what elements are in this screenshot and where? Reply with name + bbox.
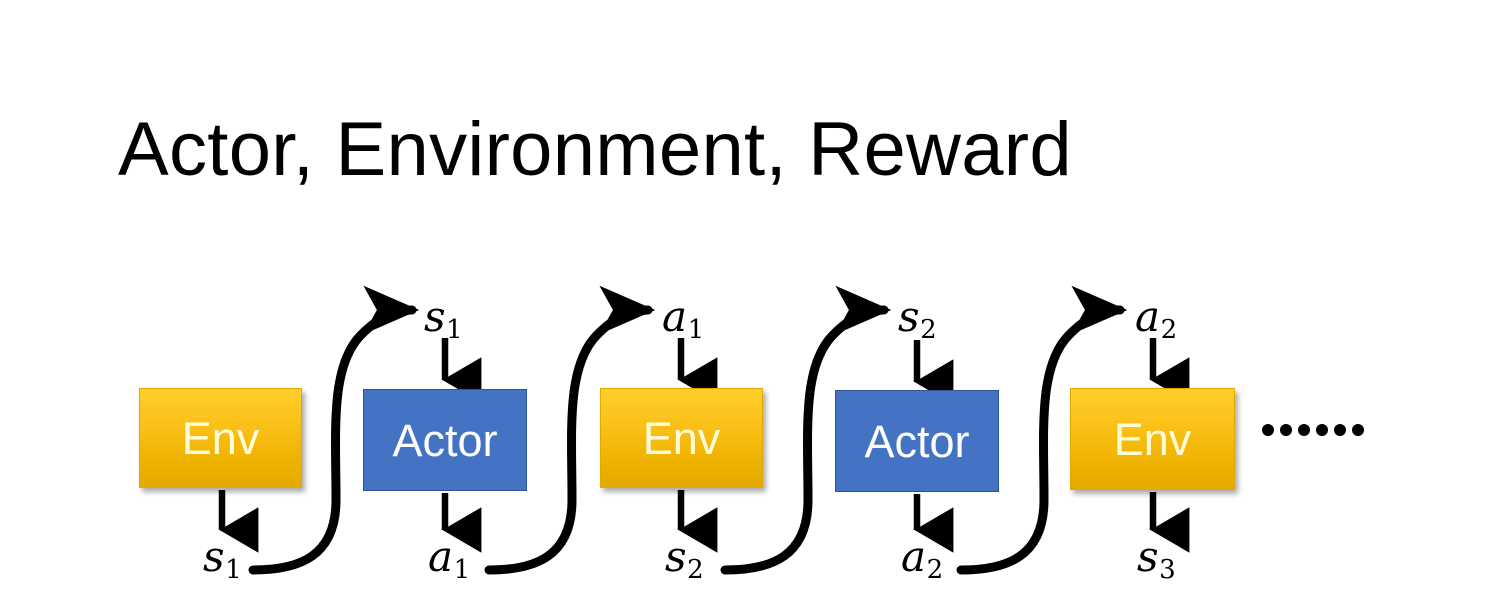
label-base: a bbox=[1135, 292, 1161, 341]
down-arrows-out-of-boxes bbox=[218, 490, 1190, 553]
node-label: Actor bbox=[864, 415, 970, 467]
node-env-3[interactable]: Env bbox=[1070, 388, 1235, 490]
label-base: s bbox=[665, 532, 687, 581]
label-state-s1-top: s1 bbox=[424, 296, 463, 344]
label-base: s bbox=[1137, 532, 1159, 581]
page-title: Actor, Environment, Reward bbox=[118, 107, 1072, 192]
label-base: a bbox=[901, 532, 927, 581]
label-action-a1-top: a1 bbox=[662, 296, 704, 344]
label-state-s2-top: s2 bbox=[898, 296, 937, 344]
label-action-a2-top: a2 bbox=[1135, 296, 1177, 344]
label-base: a bbox=[428, 532, 454, 581]
ellipsis-dot bbox=[1280, 424, 1292, 436]
label-action-a2-bottom: a2 bbox=[901, 536, 943, 584]
ellipsis-continuation-icon bbox=[1262, 424, 1364, 436]
label-subscript: 2 bbox=[926, 555, 944, 586]
label-base: s bbox=[898, 292, 920, 341]
label-action-a1-bottom: a1 bbox=[428, 536, 470, 584]
node-actor-2[interactable]: Actor bbox=[835, 390, 999, 492]
label-state-s3-bottom: s3 bbox=[1137, 536, 1176, 584]
label-subscript: 2 bbox=[1160, 315, 1178, 346]
node-label: Env bbox=[642, 412, 721, 464]
label-base: s bbox=[203, 532, 225, 581]
label-base: s bbox=[424, 292, 446, 341]
node-label: Env bbox=[1113, 413, 1192, 465]
label-subscript: 1 bbox=[446, 315, 463, 346]
node-actor-1[interactable]: Actor bbox=[363, 389, 527, 491]
label-state-s2-bottom: s2 bbox=[665, 536, 704, 584]
ellipsis-dot bbox=[1298, 424, 1310, 436]
ellipsis-dot bbox=[1316, 424, 1328, 436]
node-env-2[interactable]: Env bbox=[600, 388, 763, 488]
label-subscript: 2 bbox=[920, 315, 937, 346]
ellipsis-dot bbox=[1334, 424, 1346, 436]
label-subscript: 3 bbox=[1159, 555, 1176, 586]
label-subscript: 1 bbox=[453, 555, 471, 586]
label-base: a bbox=[662, 292, 688, 341]
node-label: Env bbox=[181, 412, 260, 464]
ellipsis-dot bbox=[1352, 424, 1364, 436]
label-state-s1-bottom: s1 bbox=[203, 536, 242, 584]
label-subscript: 1 bbox=[225, 555, 242, 586]
label-subscript: 1 bbox=[687, 315, 705, 346]
node-env-1[interactable]: Env bbox=[139, 388, 302, 488]
label-subscript: 2 bbox=[687, 555, 704, 586]
ellipsis-dot bbox=[1262, 424, 1274, 436]
down-arrows-into-boxes bbox=[441, 338, 1190, 405]
node-label: Actor bbox=[392, 414, 498, 466]
